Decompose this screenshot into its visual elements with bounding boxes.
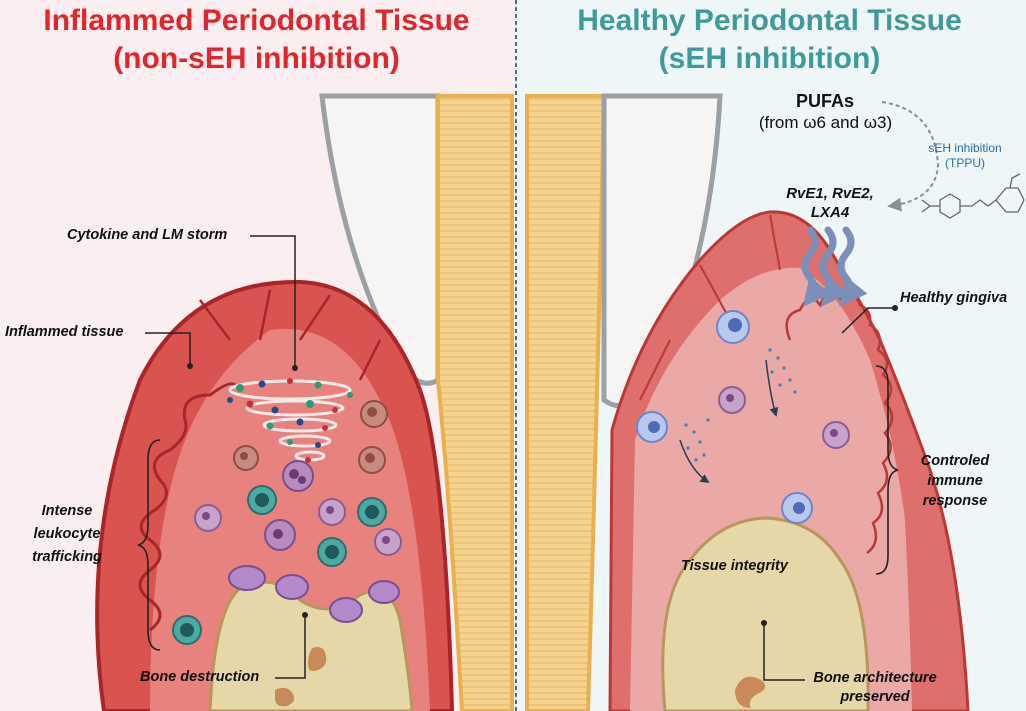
immune-line3: response [922,493,988,509]
inflamed-tissue-label: Inflammed tissue [5,324,124,340]
left-leukocytes [172,400,402,645]
mediators-line1: RvE1, RvE2, [786,185,874,202]
leukocyte-trafficking-label: Intense leukocyte trafficking [2,500,132,569]
bone-preserved-line2: preserved [840,689,910,705]
healthy-gingiva-label: Healthy gingiva [900,290,1008,306]
bone-destruction-label: Bone destruction [140,669,260,685]
osteoclasts [228,565,400,623]
bone-preserved-line1: Bone architecture [813,670,937,686]
healthy-gingiva-callout-dot [892,305,898,311]
right-bone-marrow [735,676,766,708]
inflamed-gum-lines [199,289,382,381]
inflamed-callout-line [145,332,191,366]
immune-line1: Controled [920,453,990,469]
mediators-line2: LXA4 [810,204,850,221]
bone-preserved-callout-line [763,623,805,681]
right-bone [661,516,870,711]
tissue-integrity-label: Tissue integrity [681,558,788,574]
healthy-gum-lines [639,214,781,401]
resolution-dots [684,348,797,462]
inflamed-callout-dot [187,363,193,369]
right-title-line2: (sEH inhibition) [658,42,881,75]
immune-response-label: Controled immune response [900,451,1010,511]
trafficking-line2: leukocyte [33,526,101,542]
healthy-gingiva-callout-line [841,307,895,334]
right-panel-title: Healthy Periodontal Tissue (sEH inhibiti… [513,2,1026,78]
immune-brace [875,365,899,575]
left-bone-marrow-1 [308,647,327,672]
pufas-source-label: (from ω6 and ω3) [758,113,893,132]
trafficking-line3: trafficking [32,549,102,565]
storm-particles [227,378,353,463]
bone-destruction-callout-line [275,615,306,679]
cytokine-callout-line [250,235,296,368]
left-panel-title: Inflammed Periodontal Tissue (non-sEH in… [0,2,513,78]
seh-line1: sEH inhibition [928,141,1002,155]
trafficking-brace [137,439,161,651]
immune-line2: immune [927,473,983,489]
resolution-arrow-1 [765,359,779,417]
seh-inhibition-label: sEH inhibition (TPPU) [905,141,1025,171]
inflamed-epithelium [138,382,237,632]
right-title-line1: Healthy Periodontal Tissue [577,4,962,37]
left-title-line1: Inflammed Periodontal Tissue [43,4,470,37]
seh-line2: (TPPU) [945,156,985,170]
cytokine-storm-label: Cytokine and LM storm [67,227,228,243]
pufas-label: PUFAs [795,91,855,111]
bone-destruction-callout-dot [302,612,308,618]
tppu-molecule-icon [921,173,1025,219]
trafficking-line1: Intense [41,503,93,519]
cytokine-callout-dot [292,365,298,371]
left-title-line2: (non-sEH inhibition) [113,42,400,75]
seh-dashed-arrow [881,101,940,212]
bone-preserved-callout-dot [761,620,767,626]
resolution-arrow-2 [679,439,710,483]
resolvin-arrows [801,226,868,307]
mediators-label: RvE1, RvE2, LXA4 [770,184,890,222]
bone-preserved-label: Bone architecture preserved [800,669,950,707]
left-tooth-root [436,94,514,711]
left-bone-marrow-2 [275,687,295,707]
right-tooth-root [525,94,607,711]
right-leukocytes [636,310,850,524]
